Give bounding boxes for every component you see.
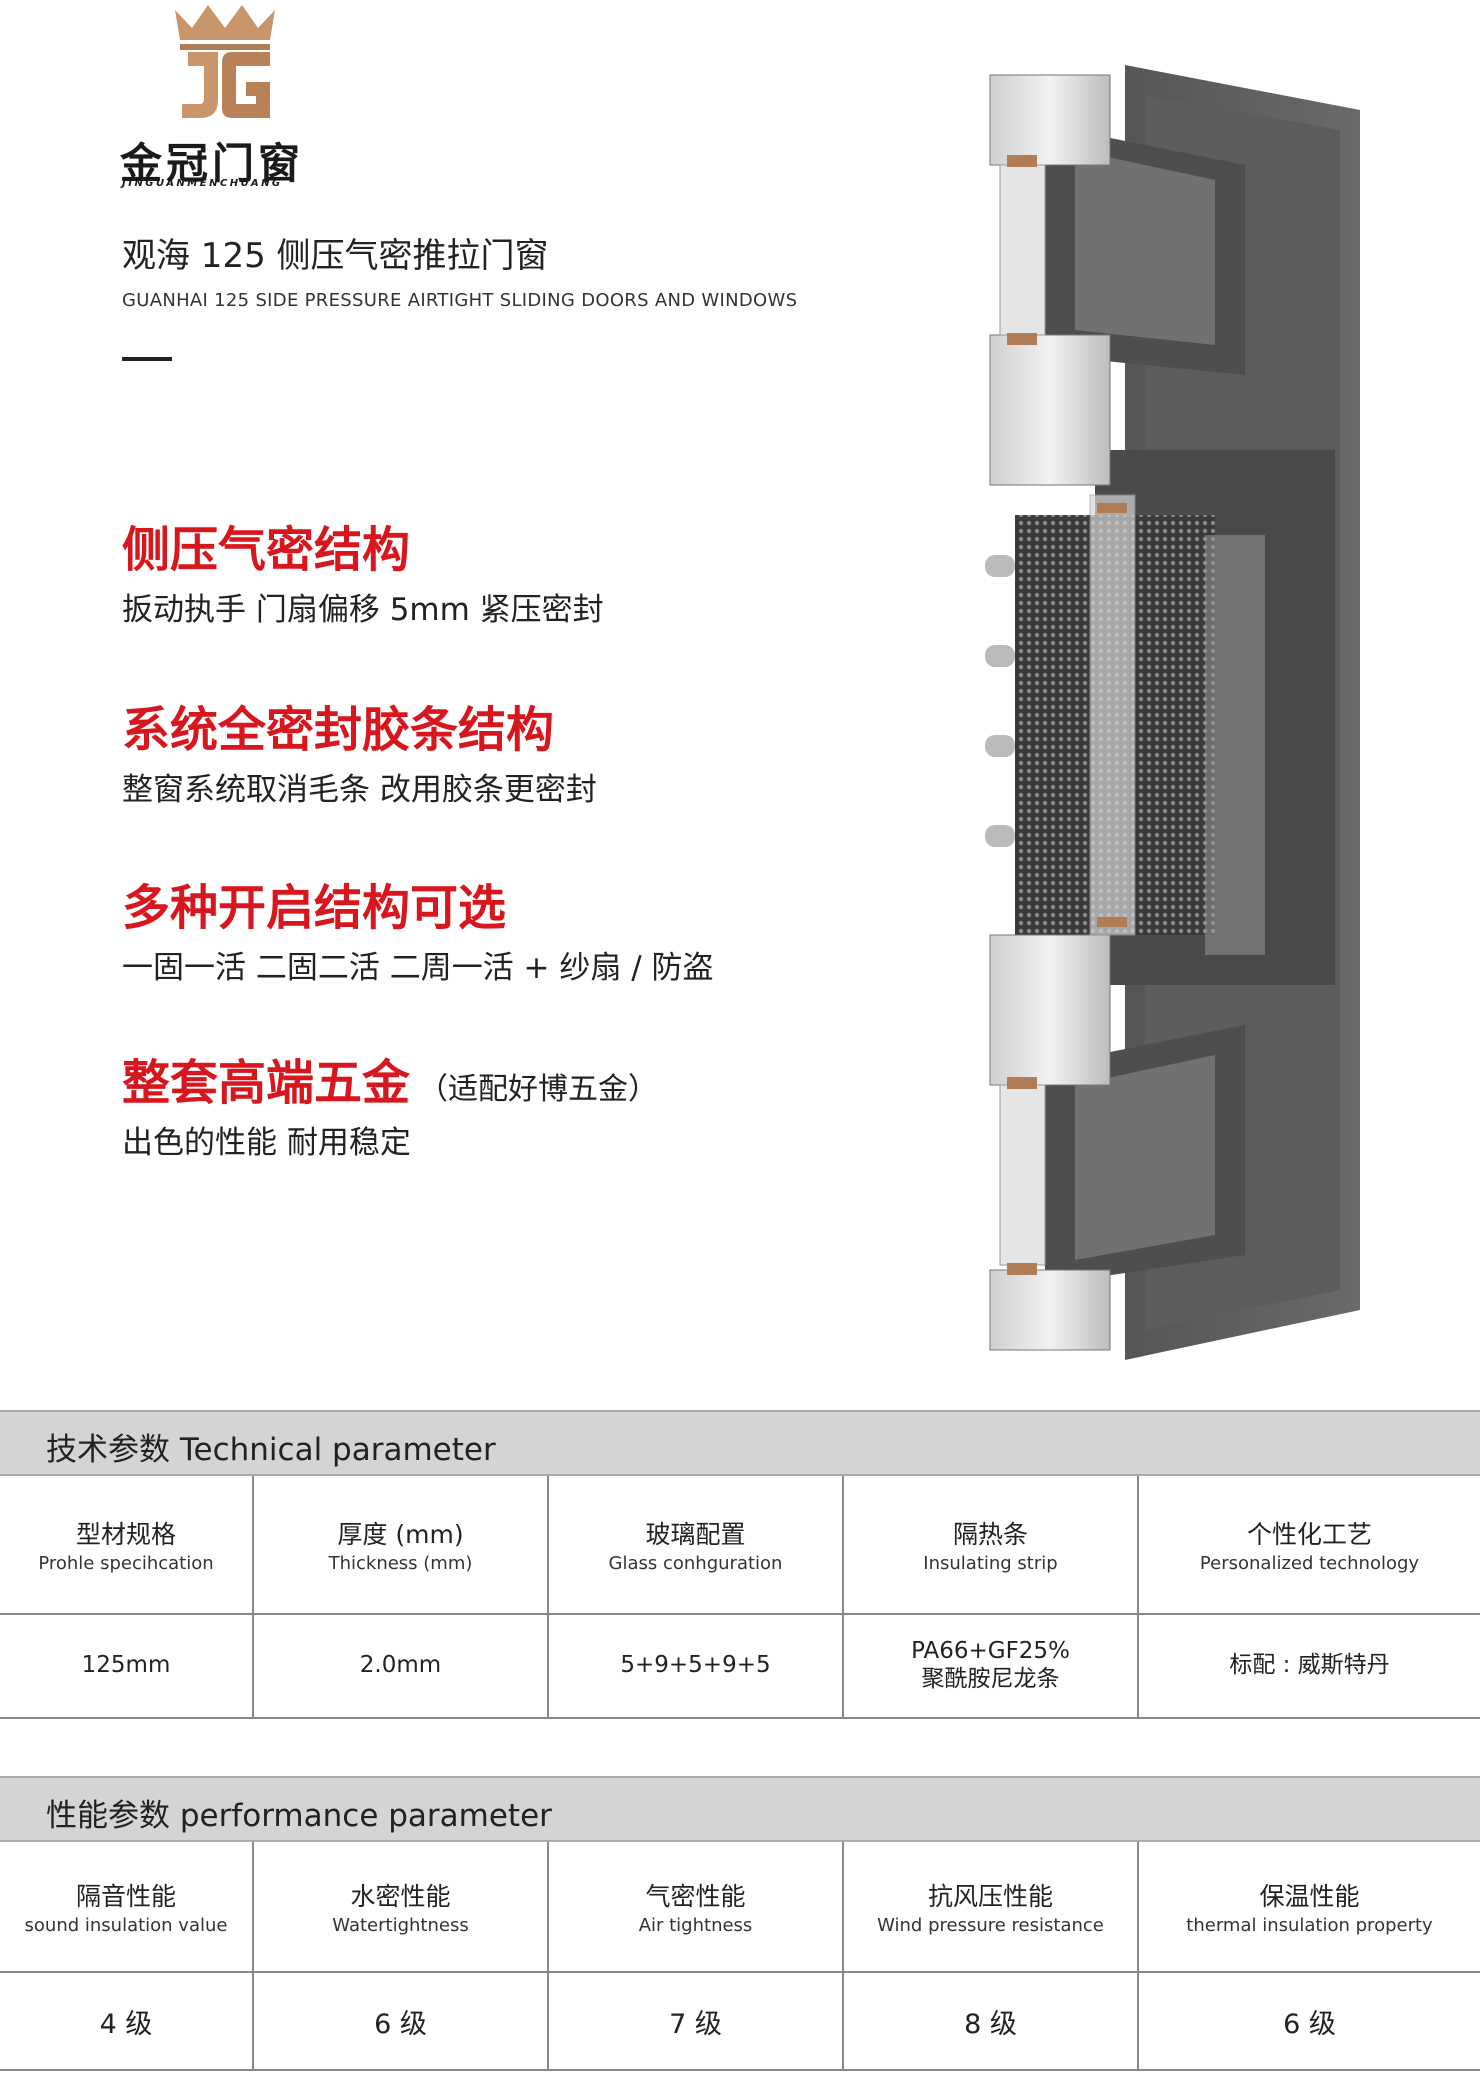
table-header-cell: 厚度 (mm)Thickness (mm) [253,1476,549,1615]
feature-desc: 一固一活 二固二活 二周一活 + 纱扇 / 防盗 [122,950,714,986]
table-cell: 6 级 [1138,1972,1480,2071]
brand-logo: 金冠门窗 JINGUANMENCHUANG [120,0,330,190]
feature-desc: 扳动执手 门扇偏移 5mm 紧压密封 [122,592,604,628]
table-cell: 125mm [0,1614,254,1719]
feature-3: 多种开启结构可选 一固一活 二固二活 二周一活 + 纱扇 / 防盗 [122,868,714,987]
feature-title: 侧压气密结构 [122,522,411,578]
window-profile-image [985,65,1360,1360]
table-cell: 标配 : 威斯特丹 [1138,1614,1480,1719]
product-title-cn: 观海 125 侧压气密推拉门窗 [122,236,549,276]
feature-title: 系统全密封胶条结构 [122,702,555,758]
feature-1: 侧压气密结构 扳动执手 门扇偏移 5mm 紧压密封 [122,510,604,629]
table-cell: 4 级 [0,1972,254,2071]
table-row: 4 级 6 级 7 级 8 级 6 级 [0,1972,1480,2071]
feature-4: 整套高端五金（适配好博五金） 出色的性能 耐用稳定 [122,1043,658,1162]
table-cell: 8 级 [843,1972,1139,2071]
product-title-en: GUANHAI 125 SIDE PRESSURE AIRTIGHT SLIDI… [122,290,798,311]
table-cell: 5+9+5+9+5 [548,1614,844,1719]
feature-note: （适配好博五金） [418,1072,659,1107]
feature-title: 整套高端五金 [122,1055,411,1111]
table-cell: 6 级 [253,1972,549,2071]
feature-desc: 出色的性能 耐用稳定 [122,1125,411,1161]
title-divider [122,357,172,361]
feature-2: 系统全密封胶条结构 整窗系统取消毛条 改用胶条更密封 [122,690,597,809]
perf-params-title: 性能参数 performance parameter [46,1798,552,1834]
tech-params-title: 技术参数 Technical parameter [46,1432,496,1468]
table-cell: PA66+GF25%聚酰胺尼龙条 [843,1614,1139,1719]
perf-params-header: 性能参数 performance parameter [0,1776,1480,1842]
brand-name-en: JINGUANMENCHUANG [122,178,283,189]
table-cell: 2.0mm [253,1614,549,1719]
table-row: 125mm 2.0mm 5+9+5+9+5 PA66+GF25%聚酰胺尼龙条 标… [0,1614,1480,1719]
crown-jg-icon [175,5,275,118]
table-cell: 7 级 [548,1972,844,2071]
feature-desc: 整窗系统取消毛条 改用胶条更密封 [122,772,597,808]
brand-name-cn: 金冠门窗 [120,139,305,188]
feature-title: 多种开启结构可选 [122,880,507,936]
tech-params-header: 技术参数 Technical parameter [0,1410,1480,1476]
